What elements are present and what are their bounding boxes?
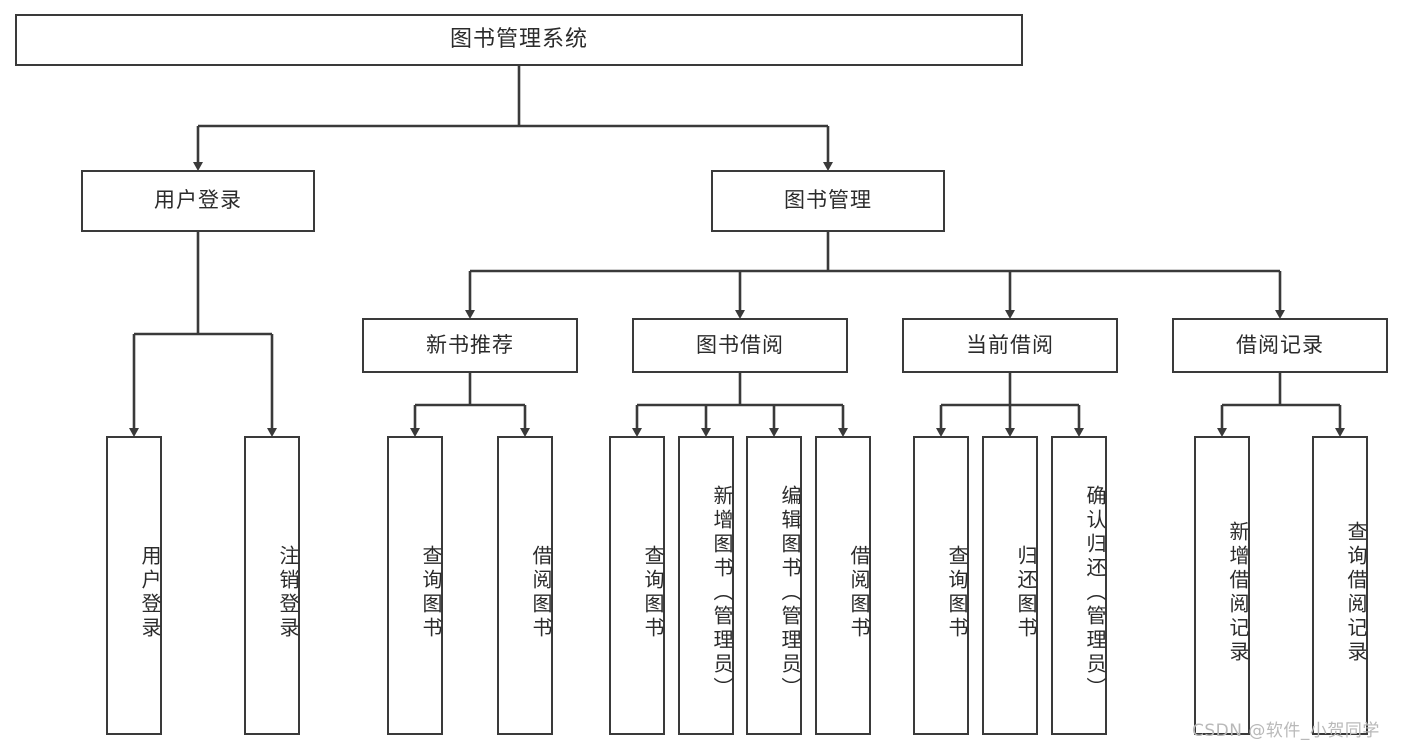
leaf-add-record-label: 新增借阅记录 [1226,520,1250,665]
node-root[interactable]: 图书管理系统 [15,14,1023,66]
leaf-user-login[interactable]: 用户登录 [106,436,162,735]
leaf-confirm-return[interactable]: 确认归还（管理员） [1051,436,1107,735]
node-user-login[interactable]: 用户登录 [81,170,315,232]
node-book-borrow[interactable]: 图书借阅 [632,318,848,373]
node-current-borrow[interactable]: 当前借阅 [902,318,1118,373]
node-book-manage[interactable]: 图书管理 [711,170,945,232]
node-book-borrow-label: 图书借阅 [696,332,784,357]
leaf-query-book-3[interactable]: 查询图书 [913,436,969,735]
node-new-book-recommend-label: 新书推荐 [426,332,514,357]
leaf-query-record-label: 查询借阅记录 [1344,520,1368,665]
leaf-query-book-1[interactable]: 查询图书 [387,436,443,735]
leaf-add-book-label: 新增图书（管理员） [710,484,734,701]
node-borrow-record[interactable]: 借阅记录 [1172,318,1388,373]
leaf-query-record[interactable]: 查询借阅记录 [1312,436,1368,735]
node-borrow-record-label: 借阅记录 [1236,332,1324,357]
leaf-add-record[interactable]: 新增借阅记录 [1194,436,1250,735]
leaf-edit-book-label: 编辑图书（管理员） [778,484,802,701]
leaf-user-login-label: 用户登录 [138,544,162,641]
node-current-borrow-label: 当前借阅 [966,332,1054,357]
leaf-borrow-book-1-label: 借阅图书 [529,544,553,641]
node-new-book-recommend[interactable]: 新书推荐 [362,318,578,373]
leaf-borrow-book-2[interactable]: 借阅图书 [815,436,871,735]
leaf-logout[interactable]: 注销登录 [244,436,300,735]
leaf-borrow-book-2-label: 借阅图书 [847,544,871,641]
leaf-borrow-book-1[interactable]: 借阅图书 [497,436,553,735]
leaf-query-book-1-label: 查询图书 [419,544,443,641]
node-root-label: 图书管理系统 [449,26,588,52]
node-user-login-label: 用户登录 [154,188,242,213]
leaf-logout-label: 注销登录 [276,544,300,641]
node-book-manage-label: 图书管理 [784,188,872,213]
leaf-confirm-return-label: 确认归还（管理员） [1083,484,1107,701]
leaf-query-book-2[interactable]: 查询图书 [609,436,665,735]
csdn-watermark: CSDN @软件_小贺同学 [1192,721,1380,741]
leaf-add-book[interactable]: 新增图书（管理员） [678,436,734,735]
leaf-return-book-label: 归还图书 [1014,544,1038,641]
leaf-query-book-3-label: 查询图书 [945,544,969,641]
leaf-return-book[interactable]: 归还图书 [982,436,1038,735]
leaf-edit-book[interactable]: 编辑图书（管理员） [746,436,802,735]
leaf-query-book-2-label: 查询图书 [641,544,665,641]
